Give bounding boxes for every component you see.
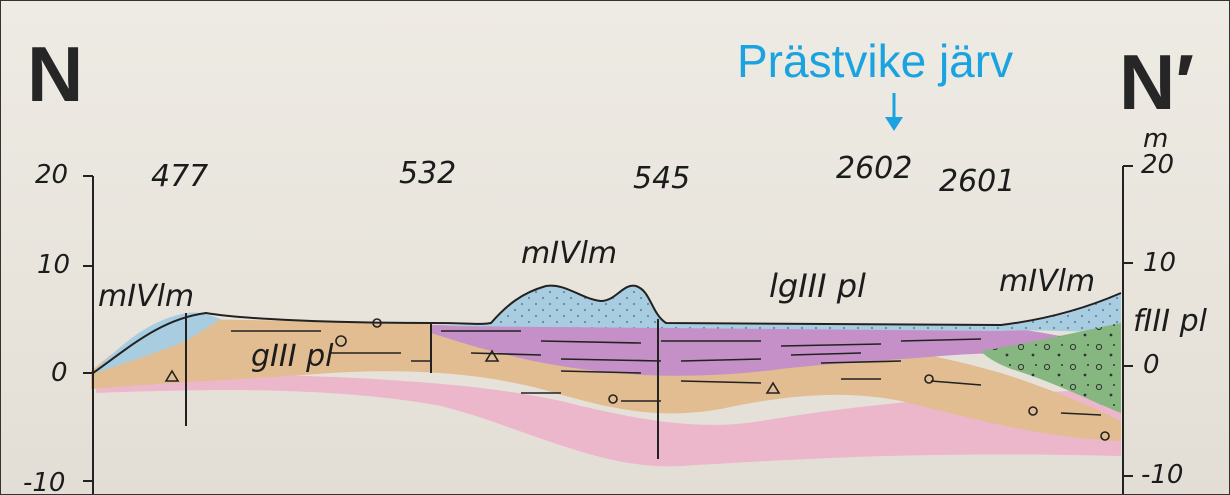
borehole-label-545: 545: [633, 161, 690, 196]
section-label-N: N: [27, 30, 83, 118]
lake-annotation-label: Prästvike järv: [737, 35, 1013, 87]
unit-label-fIIIpl: fIII pl: [1133, 304, 1208, 339]
left-tick-10: 10: [37, 250, 70, 280]
unit-label-mIVlm-left: mIVlm: [98, 279, 194, 314]
right-tick-10: 10: [1143, 248, 1176, 278]
right-tick-minus10: -10: [1141, 460, 1183, 490]
section-label-N-prime: N′: [1119, 38, 1194, 126]
left-tick-0: 0: [51, 358, 68, 388]
left-tick-20: 20: [35, 160, 68, 190]
right-tick-0: 0: [1143, 350, 1160, 380]
left-axis: 20 10 0 -10: [23, 160, 93, 495]
borehole-label-532: 532: [399, 156, 456, 191]
right-tick-20: 20: [1141, 150, 1174, 180]
unit-label-gIIIpl: gIII pl: [251, 339, 334, 374]
borehole-label-2601: 2601: [939, 164, 1015, 199]
arrow-down-icon: [885, 93, 903, 131]
left-tick-minus10: -10: [23, 468, 65, 495]
borehole-label-2602: 2602: [836, 151, 912, 186]
unit-label-lgIIIpl: lgIII pl: [769, 267, 866, 305]
borehole-label-477: 477: [151, 159, 208, 194]
unit-label-mIVlm-right: mIVlm: [999, 264, 1095, 299]
unit-label-mIVlm-mid: mIVlm: [521, 236, 617, 271]
